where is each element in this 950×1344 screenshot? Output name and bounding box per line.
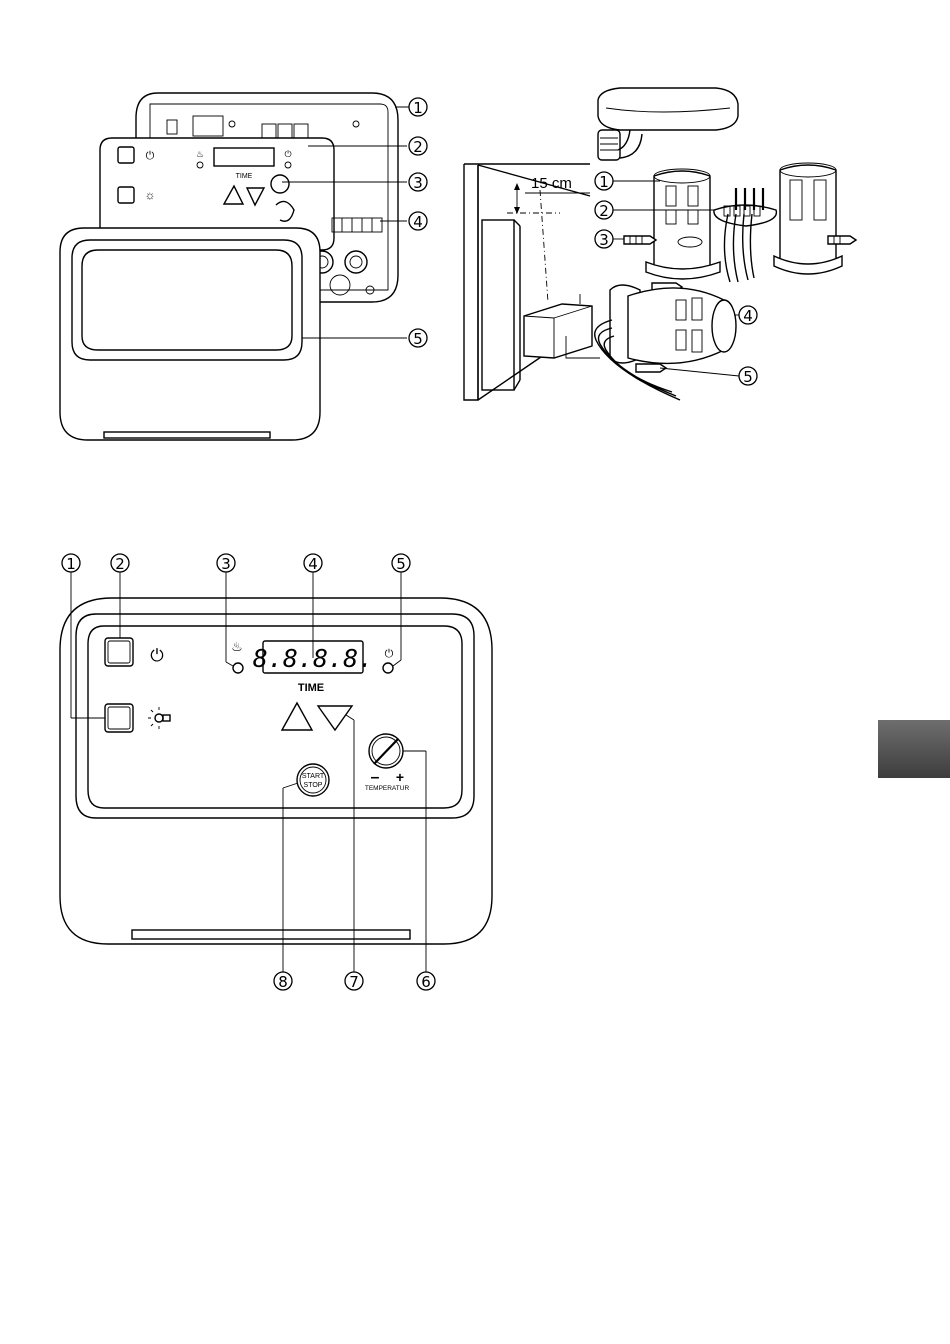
sensor-plug — [598, 130, 620, 160]
svg-text:2: 2 — [115, 555, 125, 573]
time-label-small: TIME — [236, 173, 253, 180]
svg-text:4: 4 — [743, 307, 753, 325]
callout-1: 1 — [409, 98, 427, 117]
svg-text:3: 3 — [413, 174, 423, 192]
bench-block — [524, 304, 592, 358]
callout-3: 3 — [595, 230, 613, 249]
sensor-body-lying — [628, 288, 724, 364]
power-icon: ⏻ — [385, 648, 394, 660]
svg-text:1: 1 — [599, 173, 609, 191]
heater-icon: ♨ — [231, 639, 243, 654]
svg-text:4: 4 — [308, 555, 318, 573]
control-panel: ⏻ ♨ 8.8.8.8. TIME ⏻ – + TEMPERATUR STA — [60, 572, 492, 972]
callout-6: 6 — [417, 972, 435, 991]
screw — [828, 236, 856, 244]
minus-label: – — [371, 769, 380, 786]
callout-4: 4 — [739, 306, 757, 325]
callout-3: 3 — [409, 173, 427, 192]
callout-2: 2 — [409, 137, 427, 156]
svg-text:7: 7 — [349, 973, 359, 991]
top-left-callouts: 1 2 3 4 5 — [409, 98, 427, 348]
svg-text:4: 4 — [413, 213, 423, 231]
callout-5: 5 — [409, 329, 427, 348]
plus-label: + — [396, 769, 404, 785]
callout-5: 5 — [392, 554, 410, 573]
callout-4: 4 — [304, 554, 322, 573]
start-label: START — [302, 773, 325, 780]
callout-2: 2 — [111, 554, 129, 573]
sensor-installation: 15 cm — [464, 88, 856, 400]
sensor-end — [712, 300, 736, 352]
sensor-body-2 — [780, 165, 836, 269]
power-icon: ⏻ — [150, 646, 164, 665]
time-label: TIME — [298, 682, 324, 694]
svg-text:1: 1 — [413, 99, 423, 117]
callout-7: 7 — [345, 972, 363, 991]
callout-2: 2 — [595, 201, 613, 220]
callout-8: 8 — [274, 972, 292, 991]
svg-text:2: 2 — [413, 138, 423, 156]
control-unit-exploded: ⏻ ☼ TIME ♨ ⏻ — [60, 93, 418, 440]
light-icon: ☼ — [145, 188, 156, 202]
dimension-label: 15 cm — [531, 175, 572, 192]
callout-3: 3 — [217, 554, 235, 573]
power-icon: ⏻ — [284, 149, 291, 159]
svg-text:2: 2 — [599, 202, 609, 220]
panel-callouts-top: 1 2 3 4 5 — [62, 554, 410, 573]
stop-label: STOP — [304, 782, 323, 789]
wall-edge — [464, 164, 478, 400]
svg-text:1: 1 — [66, 555, 76, 573]
sensor-body-1 — [654, 171, 710, 277]
temperature-label: TEMPERATUR — [365, 785, 410, 792]
front-cover — [60, 228, 320, 440]
svg-text:5: 5 — [413, 330, 423, 348]
svg-text:5: 5 — [743, 368, 753, 386]
svg-text:8: 8 — [278, 973, 288, 991]
callout-5: 5 — [739, 367, 757, 386]
svg-text:5: 5 — [396, 555, 406, 573]
heater-icon: ♨ — [196, 149, 204, 159]
callout-4: 4 — [409, 212, 427, 231]
panel-callouts-bottom: 8 7 6 — [274, 972, 435, 991]
svg-text:3: 3 — [599, 231, 609, 249]
power-icon: ⏻ — [146, 150, 155, 162]
side-tab — [878, 720, 950, 778]
callout-1: 1 — [62, 554, 80, 573]
wall-panel — [482, 220, 514, 390]
screw — [624, 236, 656, 244]
svg-text:3: 3 — [221, 555, 231, 573]
callout-1: 1 — [595, 172, 613, 191]
svg-text:6: 6 — [421, 973, 431, 991]
